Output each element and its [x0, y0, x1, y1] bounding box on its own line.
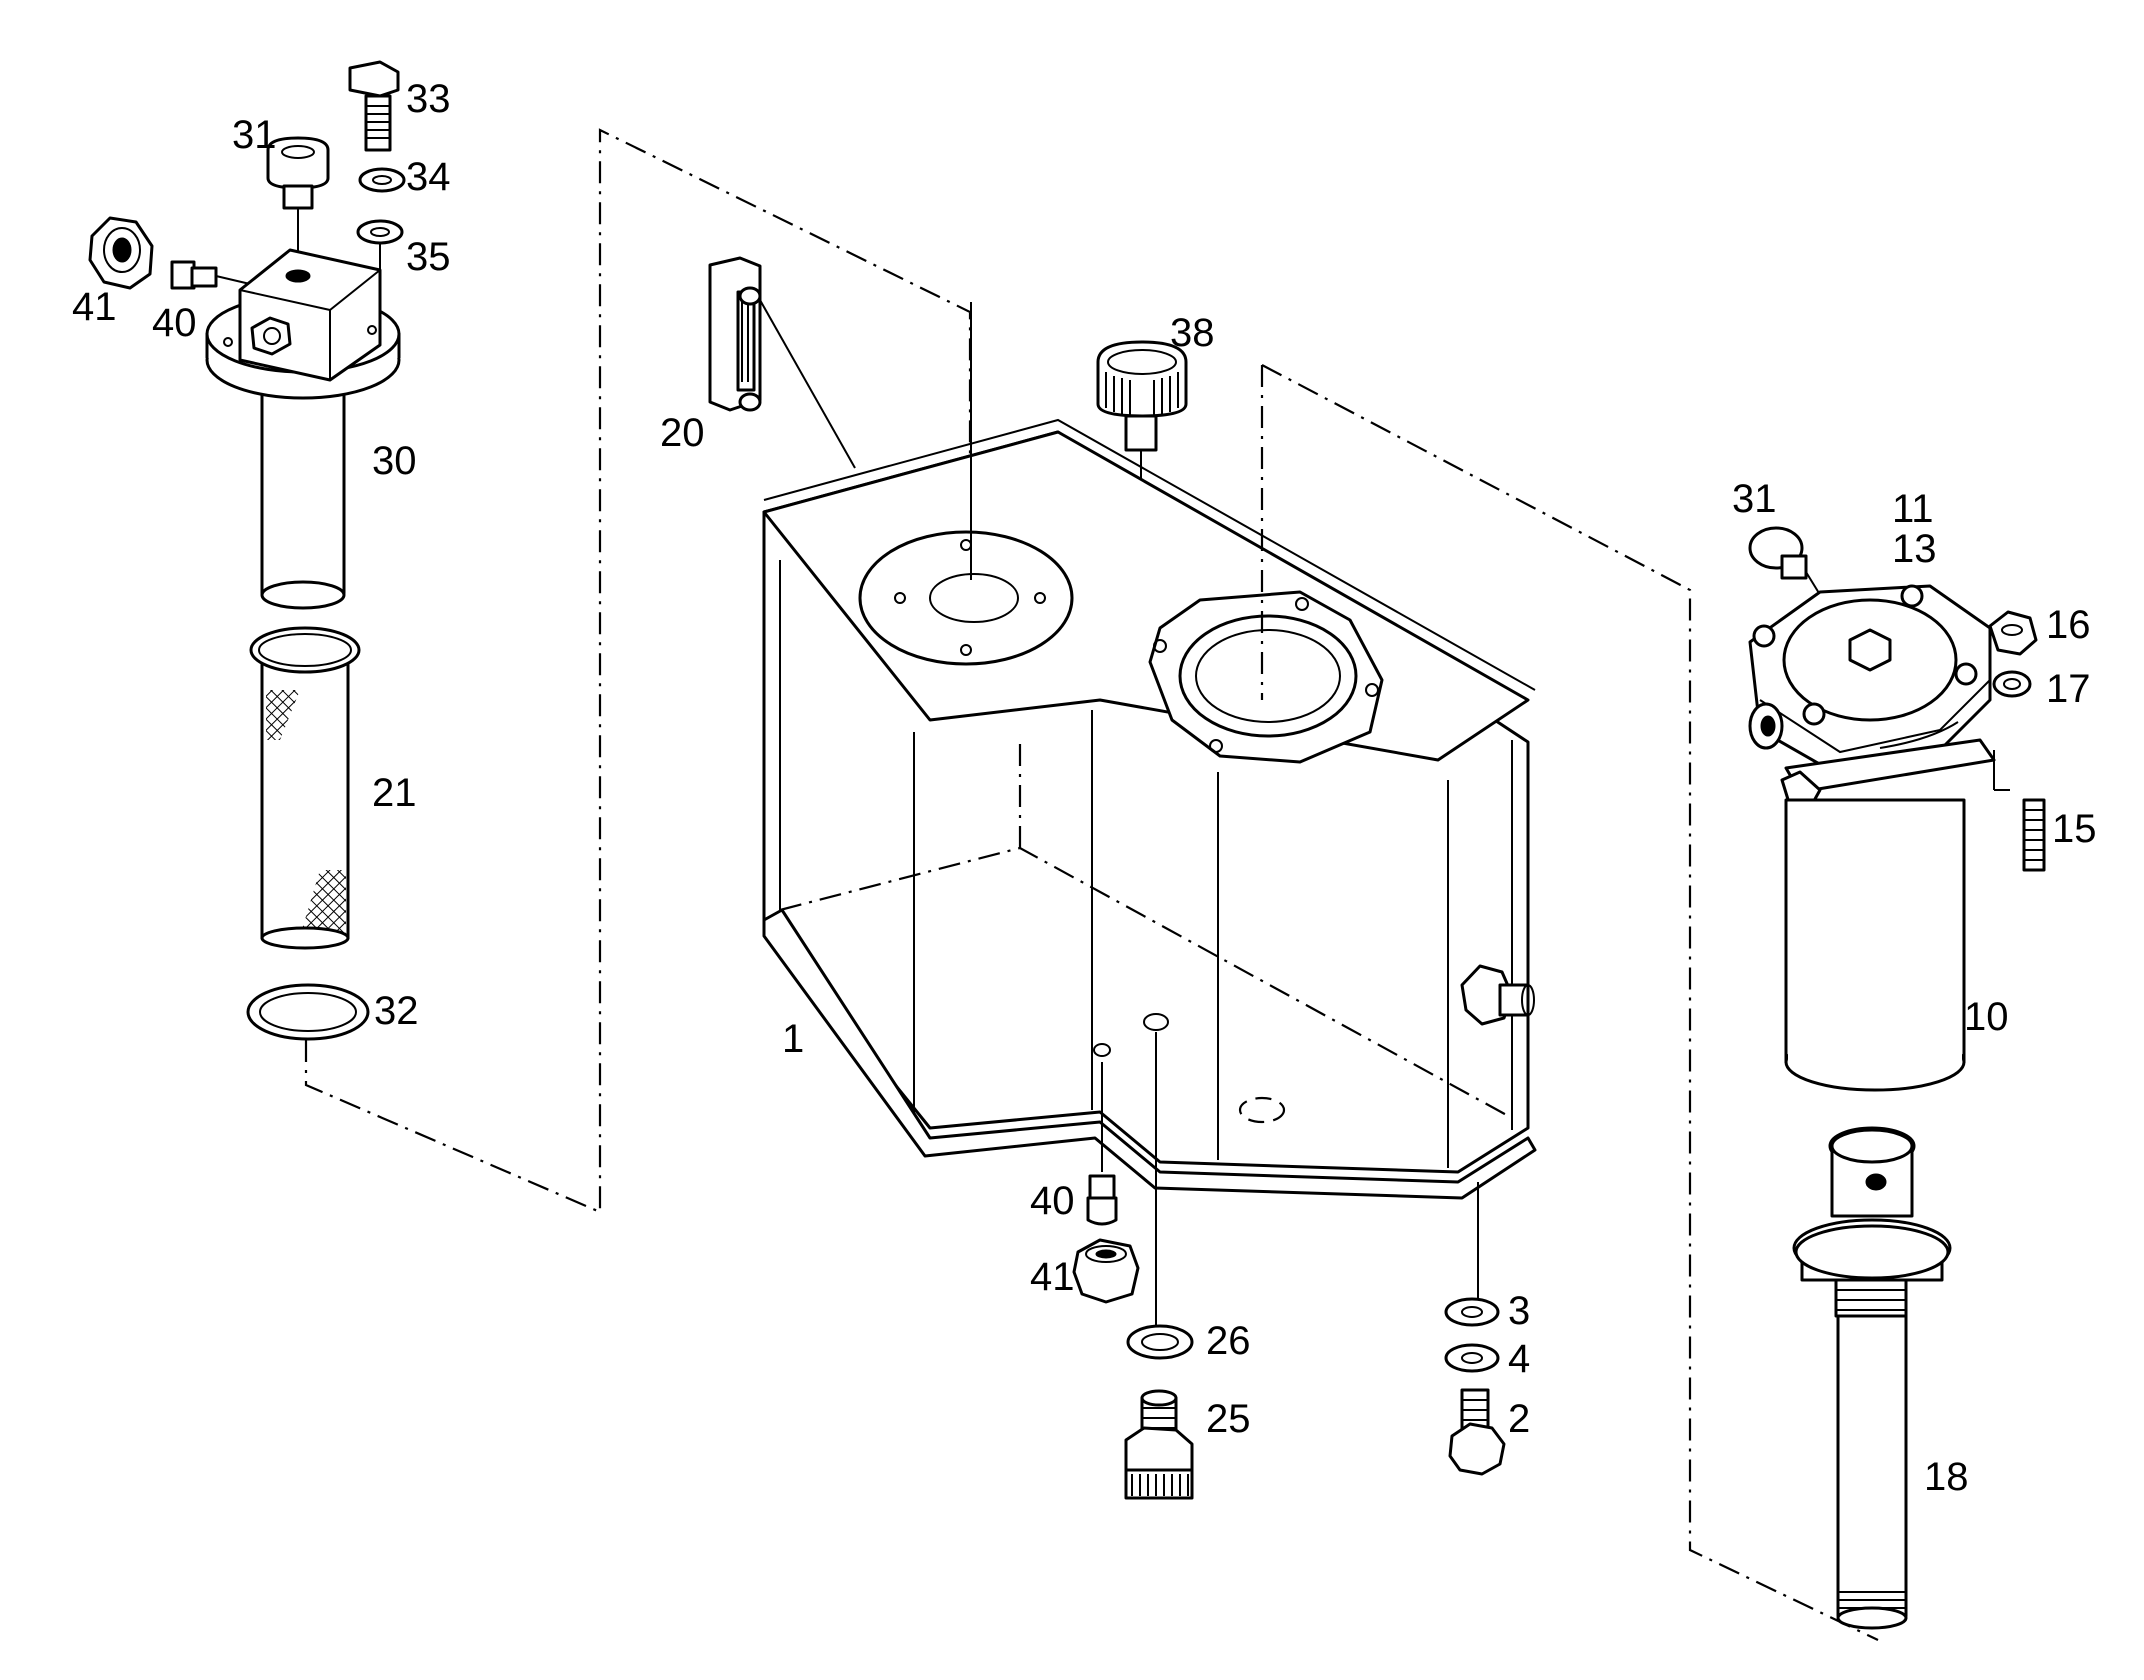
callout-40-bottom: 40 [1030, 1179, 1075, 1223]
callout-1: 1 [782, 1017, 804, 1061]
part-41-nut-bottom [1072, 1238, 1140, 1304]
part-31-plug-left [266, 136, 330, 270]
part-16-nut [1988, 610, 2038, 656]
callout-32: 32 [374, 989, 419, 1033]
tank-flange-left [858, 530, 1074, 666]
callout-25: 25 [1206, 1397, 1251, 1441]
callout-labels: 33 31 34 35 41 40 30 21 32 20 38 1 40 41… [72, 77, 2097, 1499]
part-34-washer [358, 167, 406, 193]
part-20-sight-glass [708, 256, 856, 469]
callout-17: 17 [2046, 667, 2091, 711]
return-filter-assembly [1748, 526, 2046, 1630]
part-2-bolt [1448, 1388, 1506, 1476]
callout-35: 35 [406, 235, 451, 279]
callout-2: 2 [1508, 1397, 1530, 1441]
part-3-washer [1444, 1297, 1500, 1327]
part-4-washer [1444, 1343, 1500, 1373]
part-40-fitting-bottom [1086, 1174, 1118, 1226]
callout-30: 30 [372, 439, 417, 483]
part-11-13-filter-head [1748, 584, 1996, 810]
part-25-drain-plug [1124, 1389, 1194, 1500]
part-30-filter-housing [205, 248, 401, 610]
callout-15: 15 [2052, 807, 2097, 851]
part-17-washer [1992, 670, 2032, 698]
part-18-filter-element [1792, 1126, 1952, 1630]
part-10-filter-bowl [1784, 798, 1966, 1092]
callout-38: 38 [1170, 311, 1215, 355]
callout-26: 26 [1206, 1319, 1251, 1363]
drain-assembly [1072, 1032, 1506, 1500]
part-32-o-ring [246, 983, 370, 1041]
callout-33: 33 [406, 77, 451, 121]
part-35-washer [356, 219, 404, 245]
tank-side-fitting [1460, 964, 1535, 1026]
callout-4: 4 [1508, 1337, 1530, 1381]
part-21-strainer [249, 626, 361, 950]
callout-40-left: 40 [152, 301, 197, 345]
callout-34: 34 [406, 155, 451, 199]
callout-41-bottom: 41 [1030, 1255, 1075, 1299]
part-26-washer [1126, 1324, 1194, 1360]
callout-13: 13 [1892, 527, 1937, 571]
part-31-plug-right [1748, 526, 1823, 599]
callout-21: 21 [372, 771, 417, 815]
callout-31-left: 31 [232, 113, 277, 157]
part-40-fitting-left [170, 260, 251, 290]
part-15-stud [2022, 798, 2046, 872]
tank-flange-right [1148, 590, 1384, 764]
callout-31-right: 31 [1732, 477, 1777, 521]
callout-11: 11 [1892, 487, 1934, 531]
part-1-tank [762, 418, 1537, 1200]
part-33-bolt [348, 60, 400, 152]
callout-3: 3 [1508, 1289, 1530, 1333]
callout-18: 18 [1924, 1455, 1969, 1499]
callout-16: 16 [2046, 603, 2091, 647]
callout-41-left: 41 [72, 285, 117, 329]
callout-20: 20 [660, 411, 705, 455]
callout-10: 10 [1964, 995, 2009, 1039]
breather-filter-assembly [88, 60, 972, 1214]
part-41-nut-left [88, 216, 154, 290]
